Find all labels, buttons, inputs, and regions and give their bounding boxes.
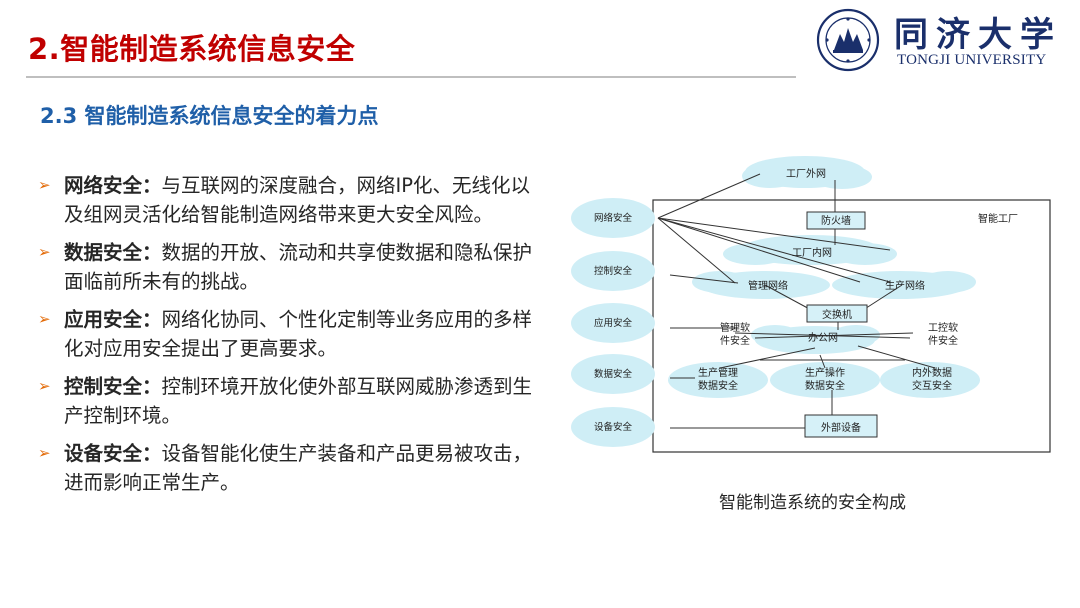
list-item: ➢ 控制安全：控制环境开放化使外部互联网威胁渗透到生产控制环境。 [38,372,548,430]
external-device-label: 外部设备 [821,421,861,434]
switch-box [806,304,868,323]
arrow-bullet-icon: ➢ [38,310,51,328]
bullet-term: 设备安全： [64,442,162,465]
security-architecture-diagram: 工厂外网 防火墙 智能工厂 工厂内网 管理网络 生产网络 交换机 办公网 管理软… [571,156,1051,453]
bullet-term: 网络安全： [64,174,162,197]
industrial-software-label-2: 件安全 [928,334,958,347]
management-software-label-2: 件安全 [720,334,750,347]
device-security-oval [571,407,655,447]
bullet-term: 数据安全： [64,241,162,264]
firewall-label: 防火墙 [821,214,851,227]
industrial-software-label-1: 工控软 [928,321,958,334]
title-divider [26,76,796,78]
university-seal-icon [816,8,880,72]
data-cloud [668,362,980,398]
production-network-cloud [832,271,976,299]
office-net-label: 办公网 [808,331,838,344]
page-title: 2.智能制造系统信息安全 [28,32,356,66]
arrow-bullet-icon: ➢ [38,243,51,261]
internal-external-data-label-2: 交互安全 [912,379,952,392]
data-security-label: 数据安全 [594,368,633,380]
smart-factory-label: 智能工厂 [978,212,1018,225]
logo-english-name: TONGJI UNIVERSITY [897,52,1047,68]
external-device-box [804,414,878,438]
list-item: ➢ 网络安全：与互联网的深度融合，网络IP化、无线化以及组网灵活化给智能制造网络带… [38,171,548,229]
diagram-caption: 智能制造系统的安全构成 [719,493,906,513]
university-logo: 同济大学 [816,8,1062,72]
list-item: ➢ 数据安全：数据的开放、流动和共享使数据和隐私保护面临前所未有的挑战。 [38,238,548,296]
factory-outside-net-label: 工厂外网 [786,168,826,180]
management-network-label: 管理网络 [748,279,788,292]
logo-chinese-name: 同济大学 [894,15,1062,55]
arrow-bullet-icon: ➢ [38,444,51,462]
arrow-bullet-icon: ➢ [38,377,51,395]
production-management-data-label-1: 生产管理 [698,366,738,379]
firewall-box [806,211,866,230]
bullet-text: 网络化协同、个性化定制等业务应用的多样化对应用安全提出了更高要求。 [64,308,533,360]
production-management-data-label-2: 数据安全 [698,379,738,392]
production-operation-data-label-2: 数据安全 [805,379,845,392]
production-operation-data-label-1: 生产操作 [805,366,845,379]
network-security-label: 网络安全 [594,212,633,224]
device-security-label: 设备安全 [594,421,633,433]
production-network-label: 生产网络 [885,279,925,292]
bullet-term: 应用安全： [64,308,162,331]
section-subtitle: 2.3 智能制造系统信息安全的着力点 [40,104,379,128]
network-security-oval [571,198,655,238]
application-security-oval [571,303,655,343]
management-software-label-1: 管理软 [720,321,750,334]
list-item: ➢ 设备安全：设备智能化使生产装备和产品更易被攻击，进而影响正常生产。 [38,439,548,497]
bullet-list: ➢ 网络安全：与互联网的深度融合，网络IP化、无线化以及组网灵活化给智能制造网络带… [38,171,548,506]
control-security-oval [571,251,655,291]
list-item: ➢ 应用安全：网络化协同、个性化定制等业务应用的多样化对应用安全提出了更高要求。 [38,305,548,363]
switch-label: 交换机 [822,308,852,321]
bullet-text: 控制环境开放化使外部互联网威胁渗透到生产控制环境。 [64,375,533,427]
control-security-label: 控制安全 [594,265,633,277]
data-security-oval [571,354,655,394]
factory-inner-net-label: 工厂内网 [792,246,832,259]
bullet-text: 数据的开放、流动和共享使数据和隐私保护面临前所未有的挑战。 [64,241,533,293]
application-security-label: 应用安全 [594,317,633,329]
bullet-term: 控制安全： [64,375,162,398]
bullet-text: 设备智能化使生产装备和产品更易被攻击，进而影响正常生产。 [64,442,533,494]
bullet-text: 与互联网的深度融合，网络IP化、无线化以及组网灵活化给智能制造网络带来更大安全风… [64,174,531,226]
internal-external-data-label-1: 内外数据 [912,366,952,379]
arrow-bullet-icon: ➢ [38,176,51,194]
